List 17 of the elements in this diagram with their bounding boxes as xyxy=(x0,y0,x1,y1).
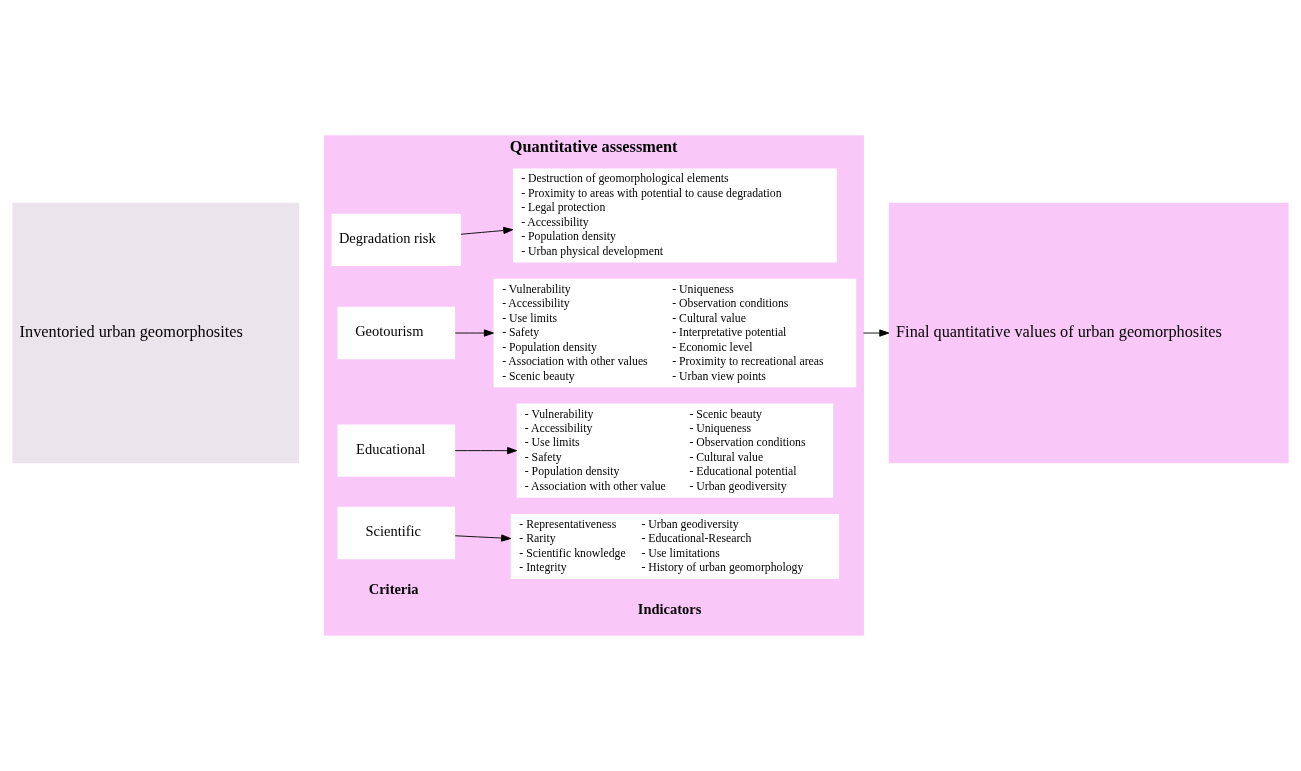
node-box: - Vulnerability - Scenic beauty - Accessibility - Uniqueness - Use limits - Observation conditions - Safety - Cultural value - Population density - Educational potential - Association with other value - Urban geodiversity xyxy=(516,403,834,498)
arrow xyxy=(454,447,518,455)
node-box: - Representativeness - Urban geodiversity - Rarity - Educational-Research - Scientific knowledge - Use limitations - Integrity - History of urban geomorphology xyxy=(510,513,840,580)
arrow xyxy=(863,329,890,337)
node-box: - Destruction of geomorphological elements - Proximity to areas with potential to cause degradation - Legal protection - Accessibility - Population density - Urban physical development xyxy=(513,168,837,263)
label: Indicators xyxy=(637,601,702,618)
arrow xyxy=(454,534,512,542)
node-box: - Vulnerability - Uniqueness - Accessibility - Observation conditions - Use limits - Cultural value - Safety - Interpretative potential - Population density - Economic level - Association with other values - Proximity to recreational areas - Scenic beauty - Urban view points xyxy=(493,278,857,388)
arrow xyxy=(460,226,514,235)
node-box: Geotourism xyxy=(337,306,456,360)
label: Criteria xyxy=(368,581,419,598)
node-box: Degradation risk xyxy=(331,213,461,267)
arrow xyxy=(454,329,494,337)
node-box: Educational xyxy=(337,424,456,477)
node-box: Final quantitative values of urban geomorphosites xyxy=(888,202,1289,464)
node-box: Scientific xyxy=(337,506,456,560)
node-box: Inventoried urban geomorphosites xyxy=(12,202,300,464)
